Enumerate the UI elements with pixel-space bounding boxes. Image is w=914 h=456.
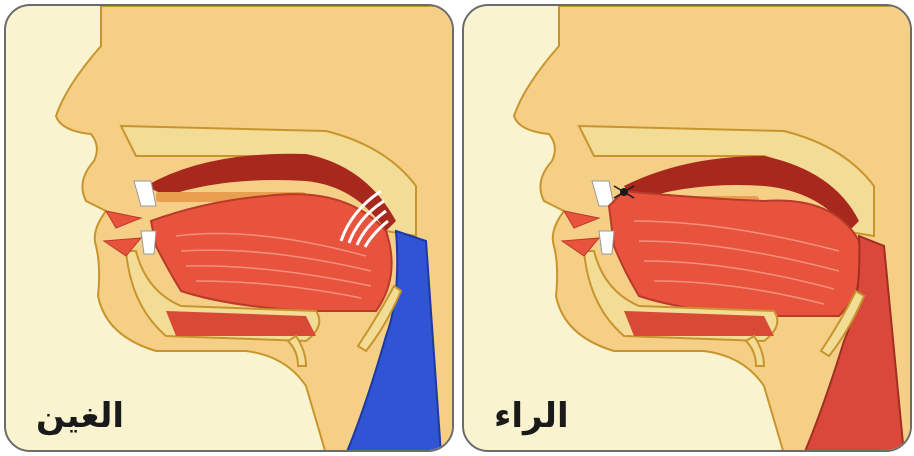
lower-tooth bbox=[599, 231, 614, 254]
panel-ghain: الغين bbox=[4, 4, 454, 452]
panel-ra: الراء bbox=[462, 4, 912, 452]
tongue bbox=[609, 191, 862, 316]
lower-tooth bbox=[141, 231, 156, 254]
panel-label: الراء bbox=[494, 396, 569, 436]
head-cross-section-ghain bbox=[6, 6, 454, 452]
head-cross-section-ra bbox=[464, 6, 912, 452]
panel-label: الغين bbox=[36, 396, 124, 436]
